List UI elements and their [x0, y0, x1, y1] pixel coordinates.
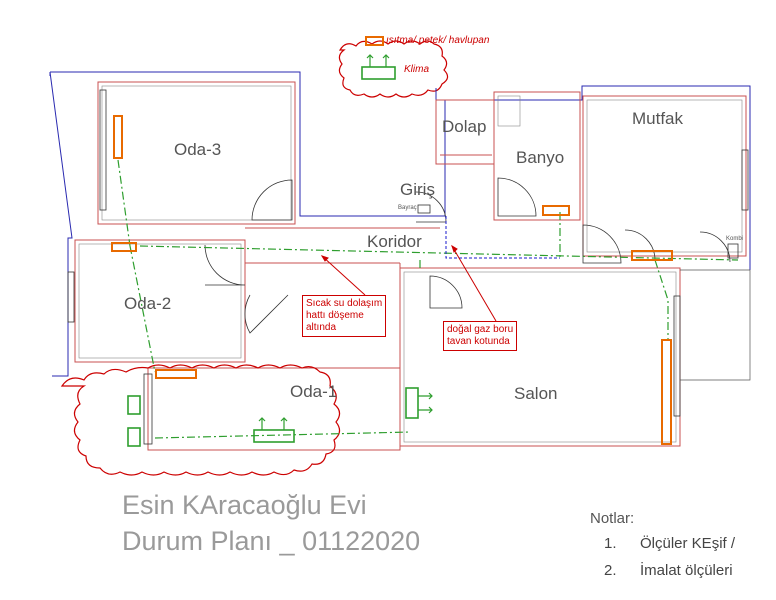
- bayrac-box: [417, 204, 431, 214]
- notes-item-1-num: 1.: [604, 535, 617, 552]
- room-label-oda2: Oda-2: [124, 294, 172, 313]
- annotation-leaders: [320, 244, 497, 322]
- oda1-cloud: [60, 364, 341, 476]
- windows: [67, 89, 749, 445]
- heating-pipe: [117, 159, 739, 439]
- inner-walls: [74, 81, 747, 451]
- room-label-salon: Salon: [514, 384, 558, 403]
- legend-ac-symbol: [361, 66, 396, 80]
- fixture-label-bayrac: Bayraç: [398, 205, 417, 211]
- hot-water-note-line-1: Sıcak su dolaşım: [306, 298, 383, 309]
- legend-heating-label: ısıtma/ petek/ havlupan: [386, 35, 490, 46]
- legend-cloud: [338, 40, 449, 98]
- notes-item-2-num: 2.: [604, 562, 617, 579]
- hot-water-note-line-3: altında: [306, 322, 337, 333]
- ac-units: [127, 387, 433, 447]
- title-line-2: Durum Planı _ 01122020: [122, 526, 421, 556]
- room-label-banyo: Banyo: [516, 148, 565, 167]
- notes-item-2-text: İmalat ölçüleri: [640, 562, 733, 579]
- room-label-oda3: Oda-3: [174, 140, 222, 159]
- notes-item-1-text: Ölçüler KEşif /: [640, 535, 736, 552]
- gas-pipe: [445, 216, 560, 259]
- notes-heading: Notlar:: [590, 510, 635, 527]
- heaters: [111, 115, 673, 445]
- room-label-giris: Giriş: [400, 180, 435, 199]
- room-label-dolap: Dolap: [442, 117, 487, 136]
- gas-note: doğal gaz boru tavan kotunda: [443, 321, 518, 351]
- title-line-1: Esin KAracaoğlu Evi: [122, 490, 367, 520]
- room-label-mutfak: Mutfak: [632, 109, 684, 128]
- room-label-koridor: Koridor: [367, 232, 422, 251]
- gas-note-line-1: doğal gaz boru: [447, 324, 514, 335]
- notes-item-2: 2. İmalat ölçüleri: [604, 562, 733, 579]
- legend-heater-symbol: [365, 36, 384, 46]
- room-label-oda1: Oda-1: [290, 382, 338, 401]
- hot-water-note-line-2: hattı döşeme: [306, 310, 364, 321]
- hot-water-note: Sıcak su dolaşım hattı döşeme altında: [302, 295, 387, 337]
- doors: [204, 177, 731, 334]
- balcony: [680, 269, 751, 381]
- notes-item-1: 1. Ölçüler KEşif /: [604, 535, 735, 552]
- fixture-label-kombi: Kombi: [726, 236, 744, 242]
- gas-note-line-2: tavan kotunda: [447, 336, 510, 347]
- legend-ac-label: Klima: [404, 64, 430, 75]
- kombi-box: [727, 243, 739, 259]
